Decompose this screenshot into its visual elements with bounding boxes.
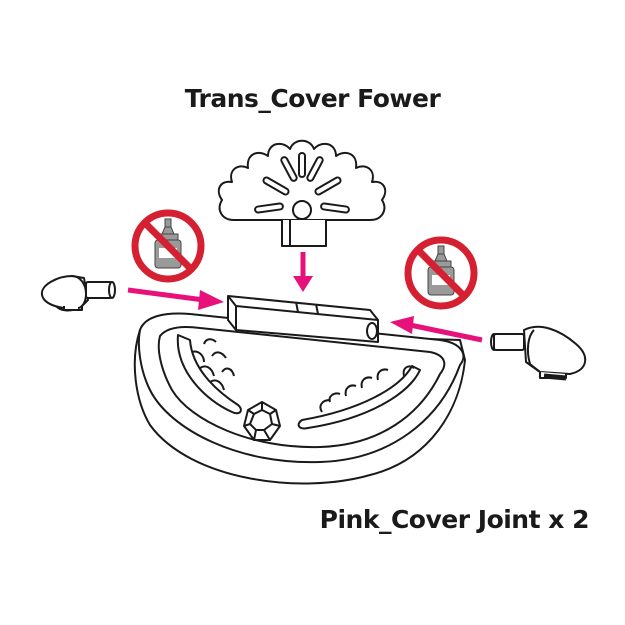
pink-arrow <box>293 252 313 292</box>
flower-cover-part <box>217 139 387 247</box>
hinge-block <box>227 295 379 343</box>
no-glue-icon <box>135 213 201 279</box>
no-glue-icon <box>408 240 474 306</box>
flower-cover-label: Trans_Cover Fower <box>184 84 441 113</box>
base-part <box>133 295 466 485</box>
cover-joint-right <box>490 325 586 381</box>
cover-joint-label: Pink_Cover Joint x 2 <box>319 505 590 534</box>
pink-arrow-right <box>390 316 483 343</box>
gem-part <box>243 401 281 441</box>
pink-arrow-left <box>127 287 224 310</box>
cover-joint-left <box>40 275 116 312</box>
